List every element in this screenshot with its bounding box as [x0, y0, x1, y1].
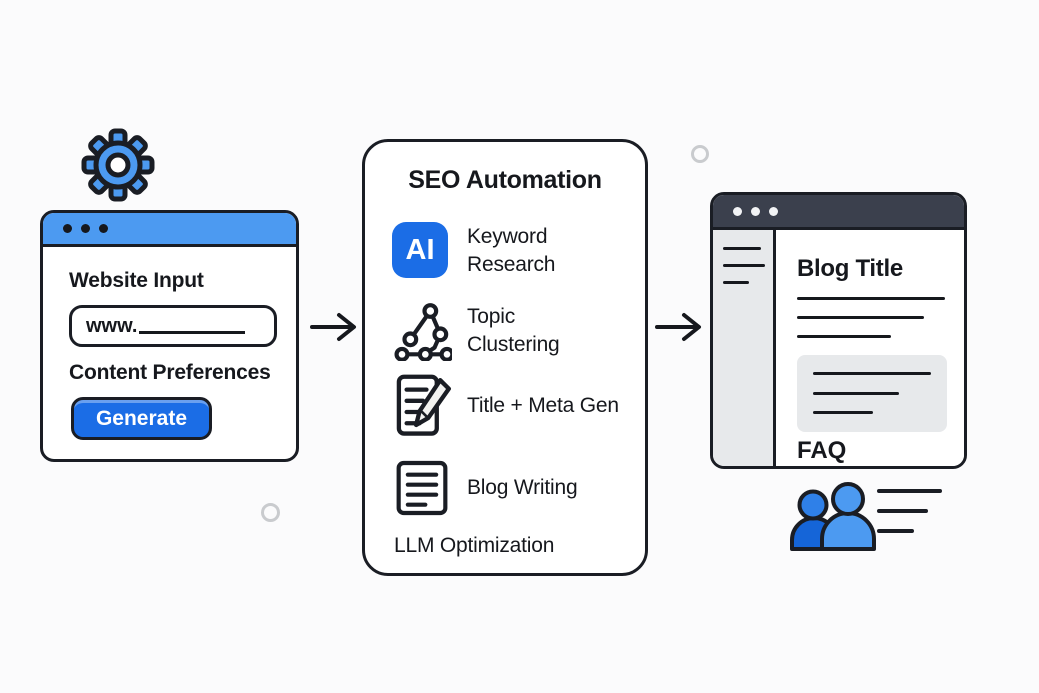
text-placeholder-line — [797, 297, 945, 300]
seo-automation-panel: SEO Automation AI Keyword Research T — [362, 139, 648, 576]
window-dot — [733, 206, 742, 216]
panel-title: SEO Automation — [408, 166, 602, 194]
sidebar-line — [723, 264, 765, 267]
llm-optimization-label: LLM Optimization — [394, 534, 555, 557]
text-placeholder-line — [813, 411, 873, 414]
gear-icon — [81, 128, 155, 202]
text-placeholder-line — [877, 529, 914, 533]
sidebar-line — [723, 247, 761, 250]
window-dot — [769, 206, 778, 216]
faq-label: FAQ — [797, 437, 847, 464]
text-placeholder-line — [877, 509, 928, 513]
users-icon — [790, 482, 876, 551]
document-lines-icon — [396, 460, 448, 516]
window-dot — [751, 206, 760, 216]
sidebar-line — [723, 281, 749, 284]
ai-badge-text: AI — [405, 233, 435, 266]
excerpt-box — [797, 355, 947, 432]
text-placeholder-line — [813, 372, 931, 375]
seo-item-title-meta-gen: Title + Meta Gen — [467, 394, 619, 417]
arrow-right-icon — [310, 313, 356, 341]
ring-decoration — [261, 503, 280, 522]
window-titlebar — [713, 195, 964, 230]
website-url-field[interactable]: www. — [69, 305, 277, 347]
text-placeholder-line — [797, 335, 891, 338]
blog-sidebar — [713, 230, 776, 466]
blog-content-area: Blog Title FAQ — [776, 230, 964, 466]
text-placeholder-line — [797, 316, 924, 319]
seo-item-topic-clustering: Topic Clustering — [467, 305, 560, 356]
seo-item-blog-writing: Blog Writing — [467, 476, 578, 499]
generate-button[interactable]: Generate — [71, 397, 212, 440]
text-placeholder-line — [877, 489, 942, 493]
content-preferences-label: Content Preferences — [69, 361, 271, 384]
window-dot — [99, 224, 108, 233]
url-prefix: www. — [86, 314, 138, 337]
arrow-right-icon — [655, 313, 701, 341]
document-pencil-icon — [396, 374, 451, 436]
website-input-label: Website Input — [69, 269, 204, 292]
seo-item-keyword-research: Keyword Research — [467, 225, 556, 276]
blog-title: Blog Title — [797, 255, 903, 282]
blog-output-window: Blog Title FAQ — [710, 192, 967, 469]
ai-badge-icon: AI — [392, 222, 448, 278]
text-placeholder-line — [813, 392, 899, 395]
window-dot — [63, 224, 72, 233]
topic-cluster-icon — [394, 303, 452, 361]
url-placeholder-line — [139, 330, 246, 334]
ring-decoration — [691, 145, 709, 163]
window-titlebar — [43, 213, 296, 247]
website-input-window: Website Input www. Content Preferences G… — [40, 210, 299, 462]
window-dot — [81, 224, 90, 233]
